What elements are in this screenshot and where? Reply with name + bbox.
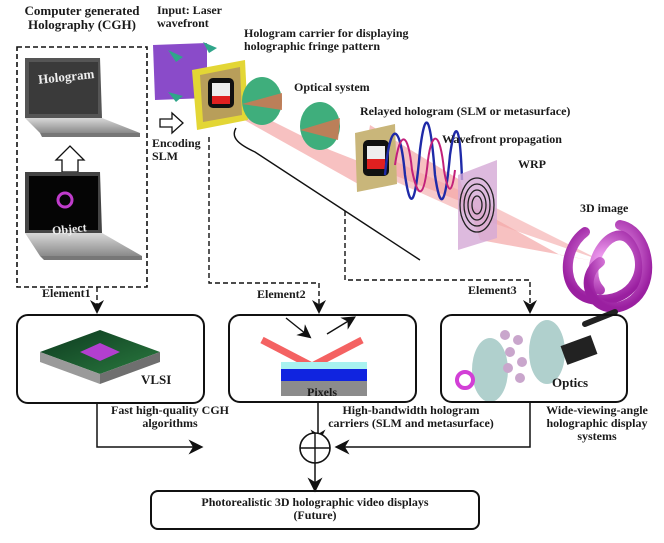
element1-box: VLSI — [16, 314, 205, 404]
element2-connector — [208, 137, 326, 314]
laser-cone-icons — [168, 42, 217, 102]
pixels-label: Pixels — [307, 385, 337, 399]
encoding-slm-label: Encoding SLM — [152, 136, 201, 163]
element2-box: Pixels — [228, 314, 417, 403]
element3-label: Element3 — [468, 283, 517, 297]
output-box: Photorealistic 3D holographic video disp… — [150, 490, 480, 530]
wrp-zone-plate-icon — [459, 177, 495, 233]
element1-label: Element1 — [42, 286, 91, 300]
laptop-hologram-icon — [25, 58, 140, 137]
connector-element3-to-sum — [334, 401, 531, 455]
vlsi-label: VLSI — [141, 372, 172, 387]
brace-line-element2 — [233, 127, 421, 261]
optics-label: Optics — [552, 375, 589, 390]
relayed-hologram-label: Relayed hologram (SLM or metasurface) — [360, 104, 571, 118]
element2-label: Element2 — [257, 287, 306, 301]
up-arrow-icon — [54, 145, 86, 173]
encoding-arrow-icon — [159, 111, 184, 135]
optics-system-icon — [455, 309, 618, 402]
cgh-title: Computer generated Holography (CGH) — [24, 3, 140, 32]
input-laser-label: Input: Laser wavefront — [157, 3, 223, 30]
wavefront-helix-magenta — [394, 137, 456, 193]
wrp-label: WRP — [518, 157, 546, 171]
slm-carrier-icon — [192, 60, 248, 130]
laptop-object-icon — [25, 172, 142, 260]
cgh-dashed-frame — [16, 46, 148, 288]
optical-system-label: Optical system — [294, 80, 370, 94]
object-knot-icon — [56, 191, 74, 209]
pixels-reflection-icon — [260, 316, 367, 396]
hologram-carrier-label: Hologram carrier for displaying holograp… — [244, 26, 409, 53]
element2-caption: High-bandwidth hologram carriers (SLM an… — [328, 403, 494, 430]
wavefront-propagation-label: Wavefront propagation — [442, 132, 562, 146]
element3-box: Optics — [440, 314, 628, 403]
vlsi-chip-icon — [40, 330, 160, 384]
wavefront-helix-blue — [383, 121, 464, 201]
3d-image-knot-icon — [562, 220, 653, 313]
output-label: Photorealistic 3D holographic video disp… — [201, 495, 429, 522]
connector-element1-to-sum — [96, 402, 204, 455]
element3-caption: Wide-viewing-angle holographic display s… — [546, 403, 648, 443]
element1-caption: Fast high-quality CGH algorithms — [110, 403, 230, 430]
3d-image-label: 3D image — [580, 201, 629, 215]
relayed-hologram-icon — [355, 124, 397, 192]
element3-connector — [344, 211, 537, 314]
